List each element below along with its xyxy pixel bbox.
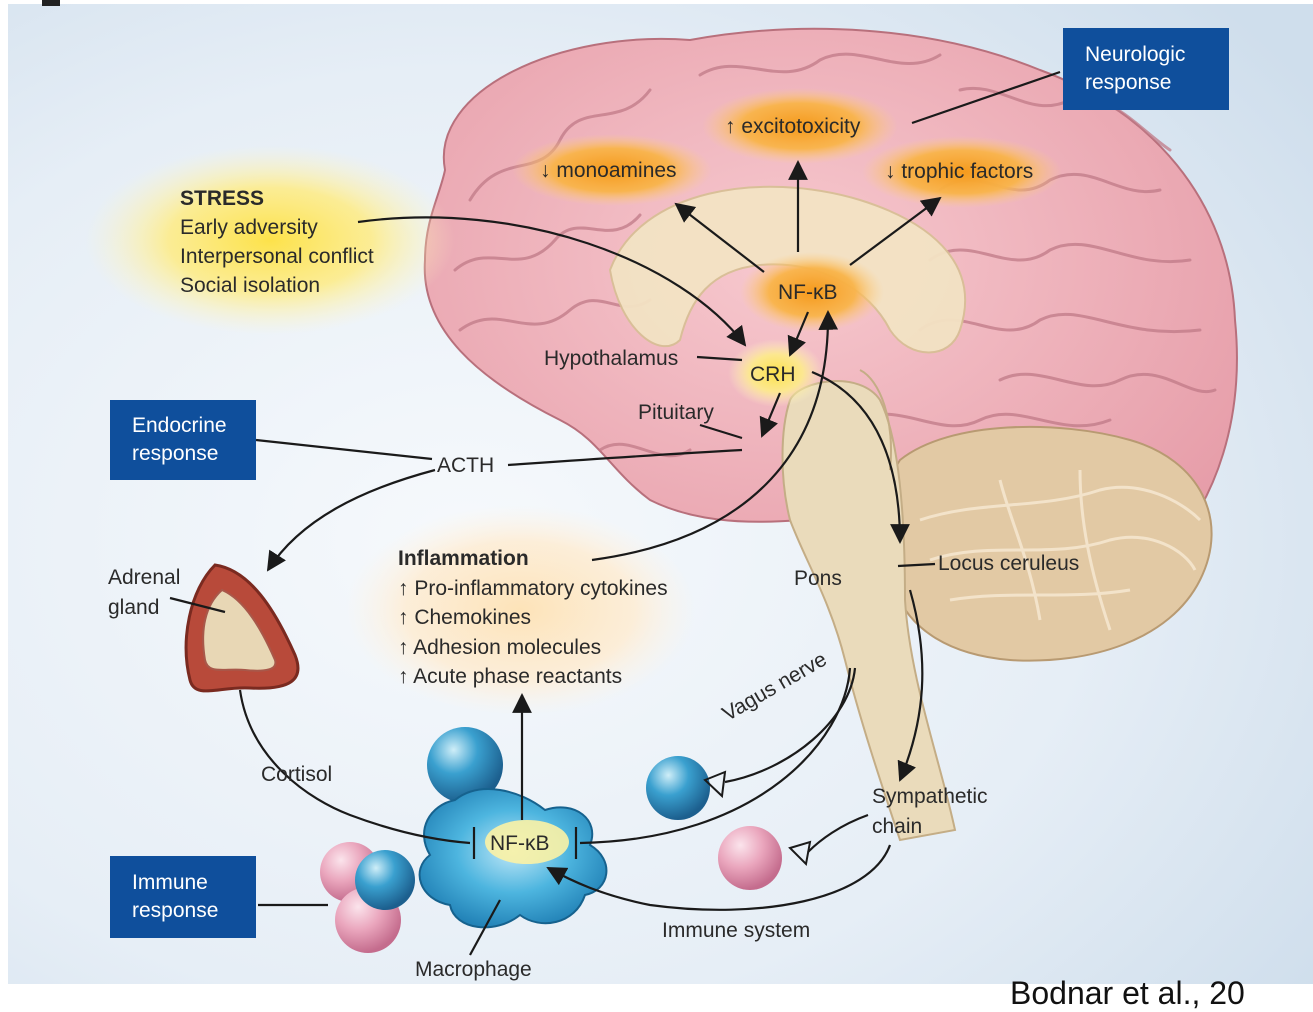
sympathetic-line-1: Sympathetic <box>872 782 988 812</box>
inflammation-item-adhesion: ↑ Adhesion molecules <box>398 633 668 663</box>
sympathetic-chain-label: Sympathetic chain <box>872 782 988 842</box>
inflammation-title: Inflammation <box>398 544 668 574</box>
inflammation-item-cytokines: ↑ Pro-inflammatory cytokines <box>398 574 668 604</box>
adrenal-line-1: Adrenal <box>108 563 180 593</box>
stress-item-early-adversity: Early adversity <box>180 213 374 242</box>
neurologic-response-box: Neurologic response <box>1063 28 1229 110</box>
neurologic-box-line-1: Neurologic <box>1085 41 1229 69</box>
immune-box-line-1: Immune <box>132 869 256 897</box>
acth-label: ACTH <box>437 453 494 478</box>
adrenal-gland-label: Adrenal gland <box>108 563 180 623</box>
inflammation-item-acute-phase: ↑ Acute phase reactants <box>398 662 668 692</box>
nfkb-brain-label: NF-κB <box>778 280 838 305</box>
stress-block: STRESS Early adversity Interpersonal con… <box>180 184 374 300</box>
macrophage-label: Macrophage <box>415 957 532 982</box>
sympathetic-line-2: chain <box>872 812 988 842</box>
stress-title: STRESS <box>180 184 374 213</box>
inflammation-block: Inflammation ↑ Pro-inflammatory cytokine… <box>398 544 668 692</box>
hypothalamus-label: Hypothalamus <box>544 346 678 371</box>
cortisol-label: Cortisol <box>261 762 332 787</box>
immune-response-box: Immune response <box>110 856 256 938</box>
citation-text: Bodnar et al., 20 <box>1010 975 1313 1012</box>
endocrine-box-line-2: response <box>132 440 256 468</box>
locus-ceruleus-label: Locus ceruleus <box>938 551 1079 576</box>
pons-label: Pons <box>794 566 842 591</box>
excitotoxicity-label: ↑ excitotoxicity <box>725 114 860 139</box>
trophic-factors-label: ↓ trophic factors <box>885 159 1033 184</box>
immune-box-line-2: response <box>132 897 256 925</box>
stress-item-social-isolation: Social isolation <box>180 271 374 300</box>
immune-system-label: Immune system <box>662 918 810 943</box>
crh-label: CRH <box>750 362 796 387</box>
pituitary-label: Pituitary <box>638 400 714 425</box>
neurologic-box-line-2: response <box>1085 69 1229 97</box>
inflammation-item-chemokines: ↑ Chemokines <box>398 603 668 633</box>
stress-item-interpersonal-conflict: Interpersonal conflict <box>180 242 374 271</box>
nfkb-macrophage-label: NF-κB <box>490 831 550 856</box>
adrenal-line-2: gland <box>108 593 180 623</box>
endocrine-response-box: Endocrine response <box>110 400 256 480</box>
monoamines-label: ↓ monoamines <box>540 158 677 183</box>
endocrine-box-line-1: Endocrine <box>132 412 256 440</box>
